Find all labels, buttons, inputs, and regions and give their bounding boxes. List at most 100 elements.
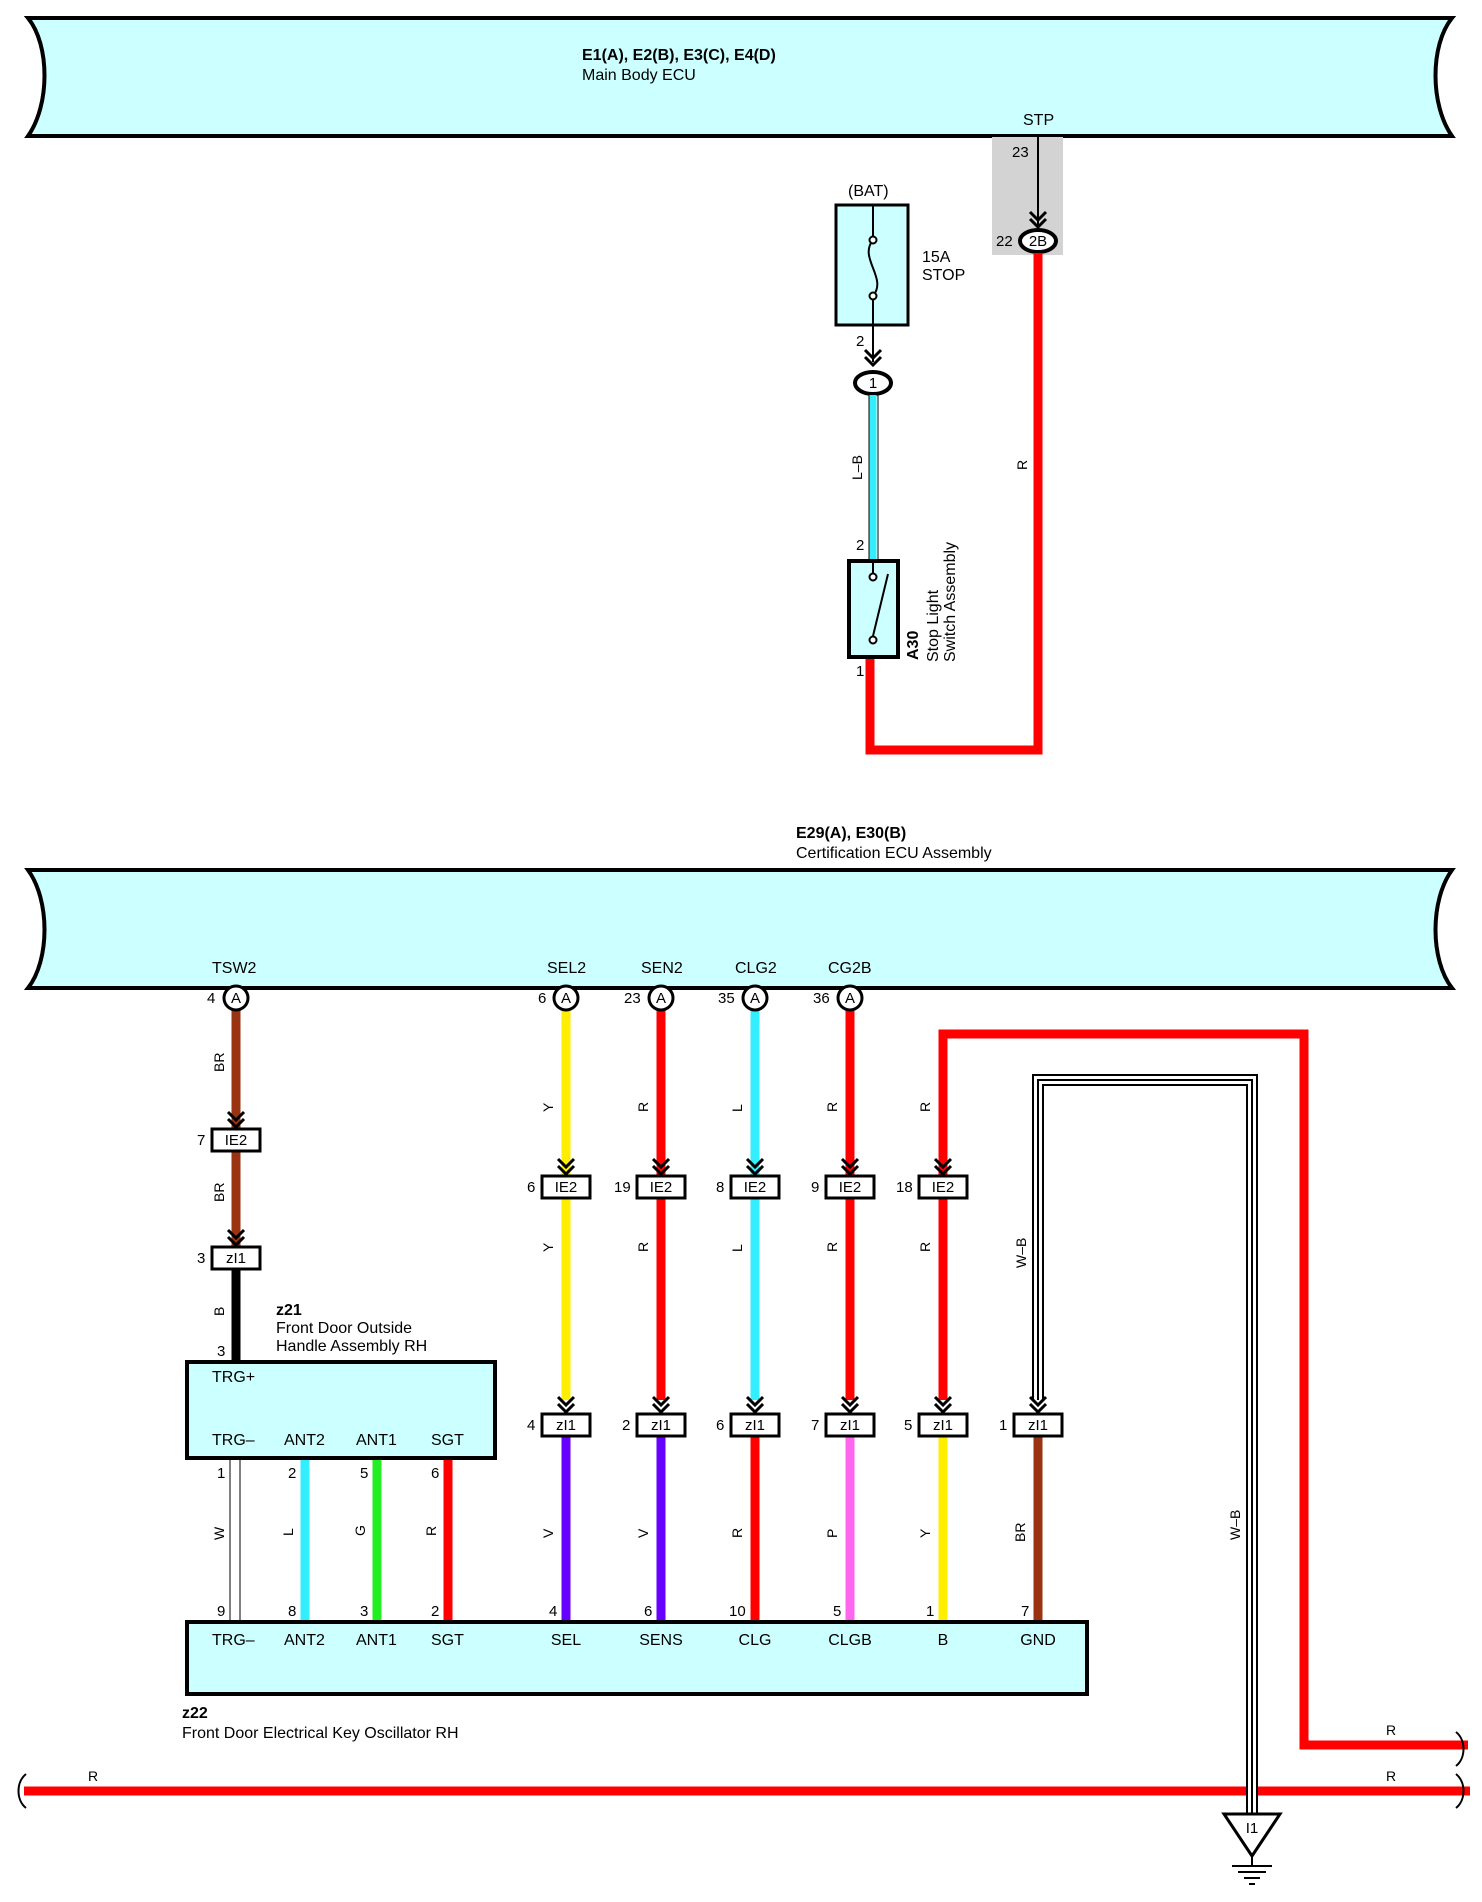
switch-name-line1: Stop Light — [925, 589, 942, 662]
z22-terminal: SGT — [431, 1632, 464, 1649]
wire-label-b: B — [211, 1307, 227, 1316]
connector-pin: 7 — [811, 1417, 819, 1434]
wire-label: BR — [1012, 1523, 1028, 1542]
connector-pin: 8 — [716, 1179, 724, 1196]
fuse-source-label: (BAT) — [848, 183, 889, 200]
terminal-label: SEN2 — [641, 960, 683, 977]
z22-terminal: SEL — [551, 1632, 581, 1649]
terminal-label: CG2B — [828, 960, 872, 977]
break-icon — [1455, 1731, 1465, 1767]
bus-label-right-lower: R — [1386, 1768, 1396, 1784]
z22-terminal: B — [938, 1632, 949, 1649]
wire-label-r: R — [423, 1526, 439, 1536]
connector-label: zI1 — [226, 1250, 246, 1267]
connector-pin: 6 — [716, 1417, 724, 1434]
fuse-icon — [867, 239, 879, 297]
z22-pin: 2 — [431, 1603, 439, 1620]
main-body-ecu-name: Main Body ECU — [582, 67, 696, 84]
connector-zi1: zI1 1 BR 7 — [999, 1395, 1064, 1620]
z22-pin: 9 — [217, 1603, 225, 1620]
z22-pin: 3 — [360, 1603, 368, 1620]
break-icon — [1455, 1773, 1465, 1809]
bus-label-right-upper: R — [1386, 1722, 1396, 1738]
wire-label-lb: L–B — [849, 455, 865, 480]
connector-label: zI1 — [745, 1417, 765, 1434]
connector-zi1: zI1 6 R 10 — [716, 1395, 781, 1620]
terminal-conn: A — [231, 990, 241, 1007]
z22-pin: 8 — [288, 1603, 296, 1620]
bus-label-left: R — [88, 1768, 98, 1784]
main-body-ecu-box — [23, 16, 1457, 138]
wire-wb — [1032, 1074, 1258, 1815]
cert-ecu-name: Certification ECU Assembly — [796, 845, 992, 862]
connector-label: IE2 — [839, 1179, 862, 1196]
terminal-pin: 35 — [718, 990, 735, 1007]
wire-label-wb-b: W–B — [1227, 1510, 1243, 1540]
z22-key-oscillator — [185, 1620, 1089, 1696]
ground-label: I1 — [1246, 1820, 1259, 1837]
cert-ecu-box — [23, 868, 1457, 990]
z22-id: z22 — [182, 1705, 208, 1722]
connector-ie2: R IE2 19 R — [614, 1102, 687, 1252]
terminal-pin: 23 — [624, 990, 641, 1007]
wire-label-l: L — [280, 1528, 296, 1536]
wire-label: Y — [540, 1102, 556, 1112]
z22-pin: 1 — [926, 1603, 934, 1620]
connector-label: zI1 — [840, 1417, 860, 1434]
fuse-out-pin: 2 — [856, 333, 864, 350]
terminal-label: CLG2 — [735, 960, 777, 977]
z21-id: z21 — [276, 1302, 302, 1319]
z21-name-line2: Handle Assembly RH — [276, 1338, 427, 1355]
connector-label: zI1 — [556, 1417, 576, 1434]
connector-zi1: zI1 5 Y 1 — [904, 1395, 969, 1620]
junction-2b — [1018, 228, 1058, 254]
ground-i1: I1 — [1221, 1812, 1283, 1885]
wire-label: R — [917, 1102, 933, 1112]
connector-pin: 4 — [527, 1417, 535, 1434]
connector-pin: 7 — [197, 1132, 205, 1149]
z21-terminal: TRG– — [212, 1432, 255, 1449]
stp-terminal-label: STP — [1023, 112, 1054, 129]
wire-label-wb-a: W–B — [1013, 1238, 1029, 1268]
fuse-name: STOP — [922, 267, 965, 284]
z21-handle-assembly — [185, 1360, 497, 1460]
terminal-sen2: SEN2 A 23 — [624, 960, 683, 1012]
z22-pin: 5 — [833, 1603, 841, 1620]
wire-label-g: G — [352, 1525, 368, 1536]
connector-pin: 19 — [614, 1179, 631, 1196]
z22-name: Front Door Electrical Key Oscillator RH — [182, 1725, 459, 1742]
switch-name-line2: Switch Assembly — [942, 542, 959, 662]
terminal-clg2: CLG2 A 35 — [718, 960, 777, 1012]
wire-label: Y — [540, 1242, 556, 1252]
connector-label: IE2 — [225, 1132, 248, 1149]
stp-pin: 23 — [1012, 144, 1029, 161]
z22-terminal: TRG– — [212, 1632, 255, 1649]
connector-1-label: 1 — [869, 375, 877, 392]
terminal-conn: A — [750, 990, 760, 1007]
connector-pin: 5 — [904, 1417, 912, 1434]
terminal-conn: A — [561, 990, 571, 1007]
wire-label-w: W — [211, 1526, 227, 1540]
z22-pin: 10 — [729, 1603, 746, 1620]
wire-label: V — [540, 1528, 556, 1538]
connector-ie2: R IE2 9 R — [811, 1102, 876, 1252]
junction-2b-pin: 22 — [996, 233, 1013, 250]
wire-w-trg — [229, 1460, 241, 1622]
terminal-conn: A — [845, 990, 855, 1007]
z22-terminal: CLGB — [828, 1632, 872, 1649]
switch-id: A30 — [905, 631, 922, 660]
terminal-pin: 36 — [813, 990, 830, 1007]
connector-zi1: zI1 7 P 5 — [811, 1395, 876, 1620]
z21-pin: 5 — [360, 1465, 368, 1482]
terminal-sel2: SEL2 A 6 — [538, 960, 586, 1012]
connector-zi1-tsw2 — [210, 1245, 262, 1271]
terminal-pin: 6 — [538, 990, 546, 1007]
connector-1 — [853, 370, 893, 396]
z22-terminal: ANT1 — [356, 1632, 397, 1649]
break-icon — [17, 1773, 27, 1809]
switch-pin-bottom: 1 — [856, 663, 864, 680]
terminal-label: SEL2 — [547, 960, 586, 977]
wire-label: V — [635, 1528, 651, 1538]
connector-label: IE2 — [744, 1179, 767, 1196]
z21-trg-pin: 3 — [217, 1343, 225, 1360]
